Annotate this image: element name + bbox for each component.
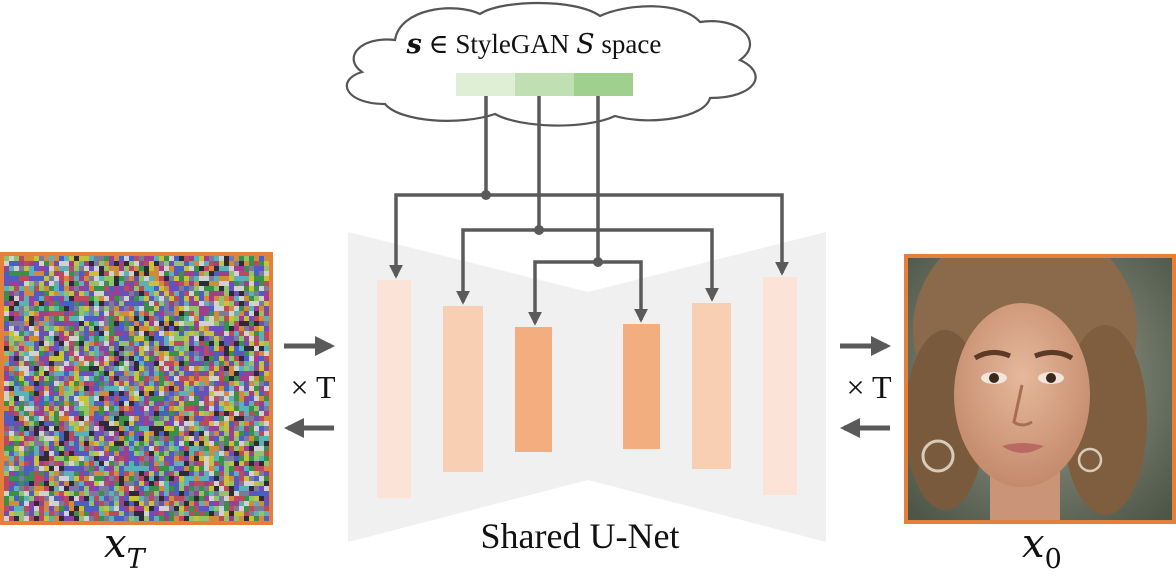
face-label-symbol: x xyxy=(1022,521,1045,567)
style-code-symbol: s xyxy=(406,29,422,60)
encoder-block-3 xyxy=(515,327,552,452)
noise-label-symbol: x xyxy=(104,521,127,567)
left-steps-label: × T xyxy=(290,369,335,405)
style-code-bar-2 xyxy=(515,73,574,96)
style-code-bar-1 xyxy=(456,73,515,96)
style-space-symbol: S xyxy=(576,29,595,60)
left-step-arrows xyxy=(284,336,335,438)
noise-image xyxy=(4,256,269,521)
face-label: x0 xyxy=(1022,521,1062,575)
noise-image-border xyxy=(0,252,273,525)
decoder-block-3 xyxy=(763,277,797,495)
noise-label-subscript: T xyxy=(127,544,147,575)
style-cloud: s ∈ StyleGAN S space xyxy=(345,1,757,127)
right-step-arrows xyxy=(840,336,891,438)
style-injection-arrows xyxy=(389,96,789,326)
style-element-of-text: ∈ StyleGAN xyxy=(422,29,576,59)
unet-label: Shared U-Net xyxy=(481,516,680,556)
style-branch-inner-right xyxy=(598,260,648,323)
style-branch-outer-left xyxy=(389,193,486,279)
junction-dot-2 xyxy=(534,225,544,235)
style-branch-outer-right xyxy=(486,193,789,276)
cloud-shape xyxy=(345,1,757,127)
face-label-subscript: 0 xyxy=(1045,544,1062,575)
noise-label: xT xyxy=(104,521,147,575)
right-steps-label: × T xyxy=(846,369,891,405)
encoder-block-2 xyxy=(443,306,483,472)
face-image xyxy=(906,256,1174,522)
style-branch-middle-left xyxy=(456,228,539,305)
unet-blocks xyxy=(377,277,797,498)
unet-background xyxy=(348,232,826,542)
noise-image-panel xyxy=(0,252,273,525)
junction-dot-3 xyxy=(593,257,603,267)
junction-dot-1 xyxy=(481,190,491,200)
style-space-word: space xyxy=(595,29,662,59)
style-space-label: s ∈ StyleGAN S space xyxy=(406,29,662,60)
face-image-panel xyxy=(904,254,1176,524)
decoder-block-1 xyxy=(623,324,660,449)
encoder-block-1 xyxy=(377,280,411,498)
decoder-block-2 xyxy=(692,303,731,469)
face-image-border xyxy=(904,254,1176,524)
style-code-bar-3 xyxy=(574,73,633,96)
style-branch-inner-left xyxy=(528,260,598,326)
